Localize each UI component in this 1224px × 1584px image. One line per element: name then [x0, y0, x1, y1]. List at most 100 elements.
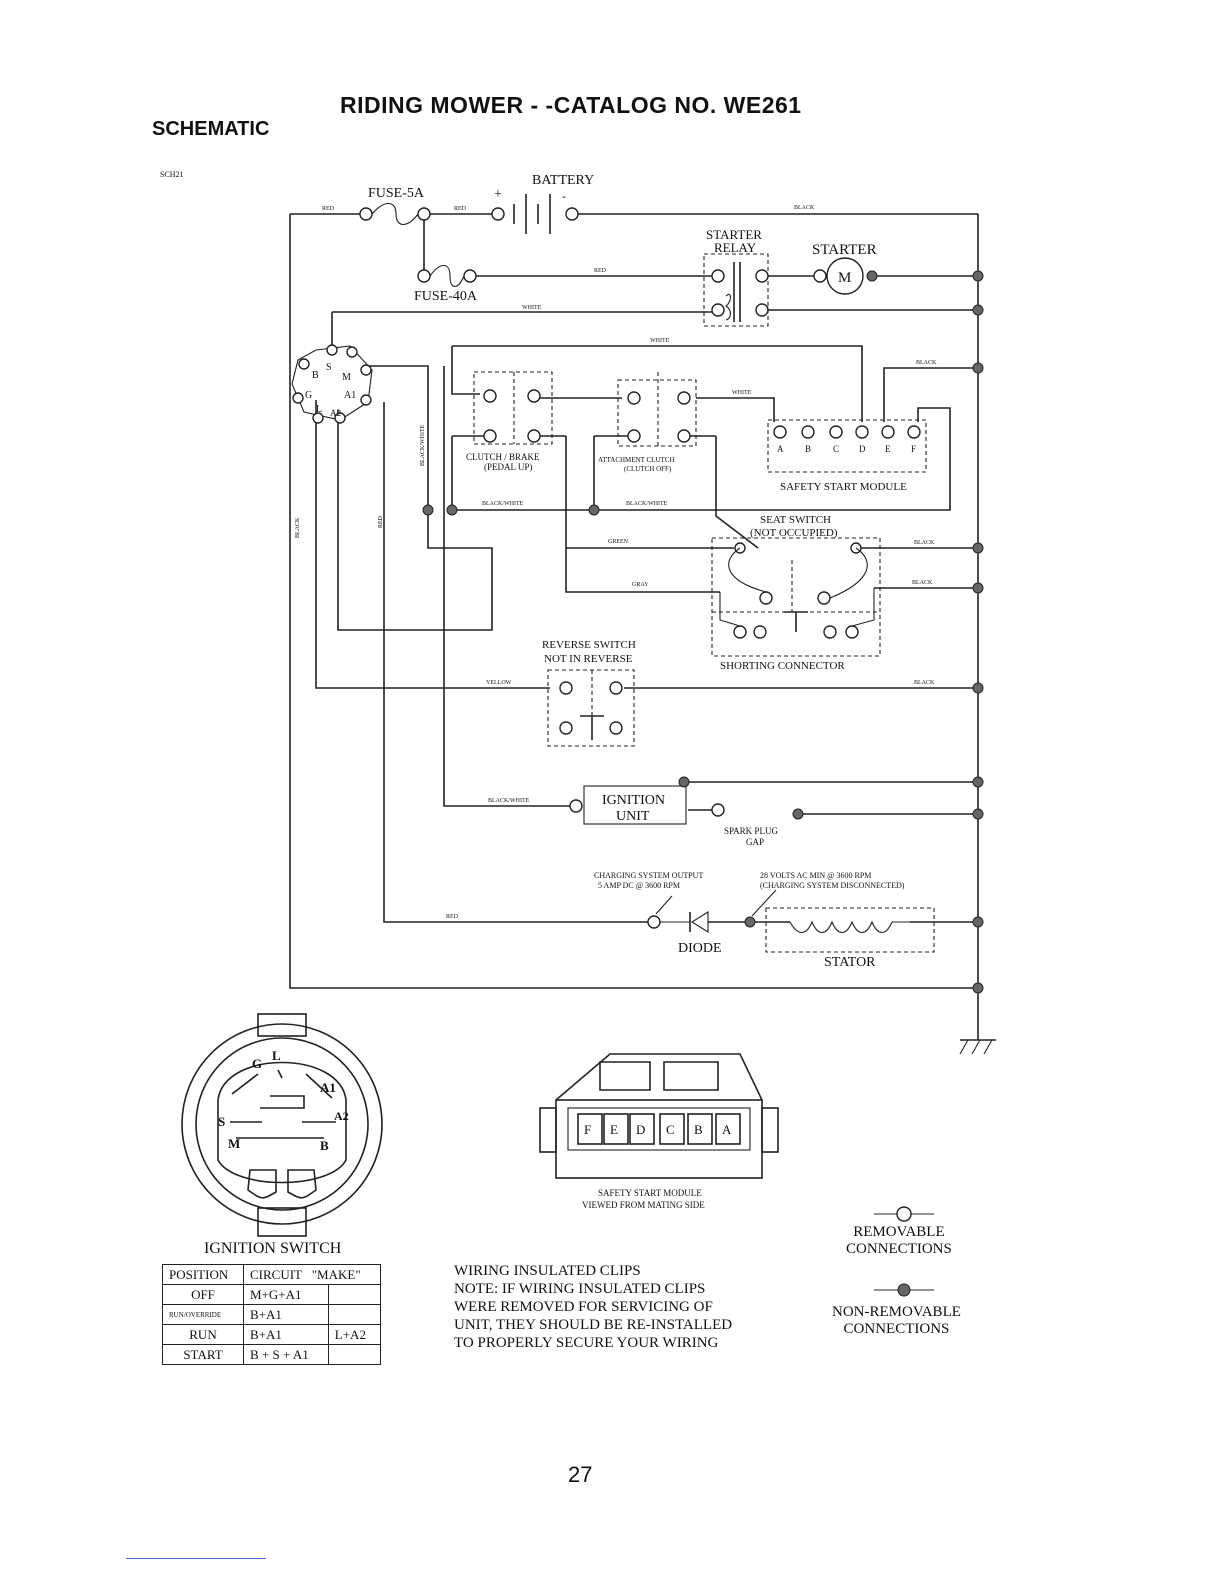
fuse-40a	[417, 264, 477, 288]
svg-text:RED: RED	[322, 206, 335, 212]
page-number: 27	[568, 1462, 593, 1487]
svg-text:BLACK: BLACK	[914, 540, 935, 546]
svg-text:(NOT OCCUPIED): (NOT OCCUPIED)	[750, 527, 838, 539]
svg-text:28 VOLTS AC MIN @ 3600 RPM: 28 VOLTS AC MIN @ 3600 RPM	[760, 871, 871, 880]
svg-text:SAFETY START MODULE: SAFETY START MODULE	[780, 481, 907, 493]
legend-nonremovable: NON-REMOVABLE CONNECTIONS	[832, 1304, 961, 1337]
ignition-unit	[569, 776, 804, 825]
svg-text:RED: RED	[378, 515, 384, 528]
svg-text:UNIT: UNIT	[616, 809, 650, 824]
svg-text:S: S	[326, 362, 332, 373]
svg-text:5 AMP DC @ 3600 RPM: 5 AMP DC @ 3600 RPM	[598, 881, 680, 890]
page-title: RIDING MOWER - -CATALOG NO. WE261	[340, 92, 802, 118]
svg-text:M: M	[228, 1136, 240, 1151]
component-labels: BATTERY FUSE-5A FUSE-40A STARTER RELAY S…	[368, 173, 907, 970]
legend-symbols	[874, 1206, 934, 1297]
svg-text:(CHARGING SYSTEM DISCONNECTED): (CHARGING SYSTEM DISCONNECTED)	[760, 881, 905, 890]
svg-text:CLUTCH / BRAKE: CLUTCH / BRAKE	[466, 452, 540, 462]
attachment-clutch-switch	[594, 372, 716, 447]
footer-line	[126, 1558, 266, 1559]
table-row: START B + S + A1	[162, 1344, 382, 1365]
svg-text:BLACK/WHITE: BLACK/WHITE	[488, 798, 530, 804]
svg-text:CHARGING SYSTEM OUTPUT: CHARGING SYSTEM OUTPUT	[594, 871, 703, 880]
svg-text:ATTACHMENT CLUTCH: ATTACHMENT CLUTCH	[598, 456, 675, 464]
wiring-note: WIRING INSULATED CLIPS NOTE: IF WIRING I…	[454, 1262, 732, 1352]
svg-text:STARTER: STARTER	[706, 227, 762, 242]
note-line: UNIT, THEY SHOULD BE RE-INSTALLED	[454, 1317, 733, 1333]
svg-text:RED: RED	[594, 268, 607, 274]
fuse-5a	[359, 202, 431, 226]
section-title: SCHEMATIC	[152, 118, 270, 140]
starter-motor: M	[813, 257, 878, 295]
svg-text:GAP: GAP	[746, 837, 764, 847]
svg-text:RED: RED	[454, 206, 467, 212]
svg-text:M: M	[342, 372, 351, 383]
svg-text:-: -	[562, 189, 566, 203]
svg-text:C: C	[833, 444, 839, 454]
svg-text:G: G	[305, 390, 312, 401]
svg-text:VIEWED FROM MATING SIDE: VIEWED FROM MATING SIDE	[582, 1200, 705, 1210]
svg-text:WHITE: WHITE	[650, 338, 670, 344]
svg-text:NOT IN REVERSE: NOT IN REVERSE	[544, 653, 633, 665]
svg-text:A1: A1	[320, 1080, 336, 1095]
ignition-switch-connector: B S M G A1 L A2	[291, 344, 373, 424]
svg-text:RED: RED	[446, 914, 459, 920]
starter-relay	[703, 253, 769, 327]
svg-text:BLACK/WHITE: BLACK/WHITE	[626, 501, 668, 507]
schematic-code: SCH21	[160, 170, 184, 179]
svg-text:BLACK: BLACK	[914, 680, 935, 686]
table-row: OFF M+G+A1	[162, 1284, 382, 1305]
svg-text:BLACK/WHITE: BLACK/WHITE	[420, 424, 426, 466]
svg-text:F: F	[911, 444, 916, 454]
svg-text:BLACK: BLACK	[912, 580, 933, 586]
legend-removable: REMOVABLE CONNECTIONS	[846, 1224, 952, 1257]
svg-text:D: D	[636, 1122, 645, 1137]
svg-text:BLACK: BLACK	[794, 205, 815, 211]
ignition-switch-table: POSITION CIRCUIT "MAKE" OFF M+G+A1 RUN/O…	[162, 1264, 382, 1365]
fuse-5a-label: FUSE-5A	[368, 186, 425, 201]
svg-text:E: E	[885, 444, 891, 454]
junction-dots	[422, 270, 984, 994]
clutch-brake-switch	[452, 371, 566, 445]
svg-text:L: L	[316, 404, 322, 415]
svg-text:STATOR: STATOR	[824, 955, 876, 970]
svg-text:(CLUTCH OFF): (CLUTCH OFF)	[624, 465, 672, 473]
note-heading: WIRING INSULATED CLIPS	[454, 1263, 641, 1279]
note-line: TO PROPERLY SECURE YOUR WIRING	[454, 1335, 719, 1351]
svg-text:YELLOW: YELLOW	[486, 680, 512, 686]
position-header: POSITION	[162, 1264, 244, 1285]
svg-text:SEAT SWITCH: SEAT SWITCH	[760, 514, 831, 526]
svg-text:SPARK PLUG: SPARK PLUG	[724, 826, 778, 836]
svg-text:A2: A2	[330, 408, 341, 418]
svg-text:DIODE: DIODE	[678, 941, 722, 956]
svg-text:(PEDAL UP): (PEDAL UP)	[484, 462, 532, 472]
svg-text:A: A	[722, 1122, 732, 1137]
starter-label: STARTER	[812, 242, 877, 258]
svg-text:B: B	[805, 444, 811, 454]
wire-labels: RED RED BLACK RED WHITE WHITE BLACK WHIT…	[295, 205, 937, 920]
svg-text:L: L	[272, 1048, 281, 1063]
svg-text:G: G	[252, 1056, 262, 1071]
svg-text:D: D	[859, 444, 866, 454]
svg-text:IGNITION: IGNITION	[602, 793, 665, 808]
table-row: RUN B+A1 L+A2	[162, 1324, 382, 1345]
svg-text:A2: A2	[334, 1109, 349, 1123]
svg-text:F: F	[584, 1122, 591, 1137]
svg-text:C: C	[666, 1122, 675, 1137]
note-line: WERE REMOVED FOR SERVICING OF	[454, 1299, 713, 1315]
battery-label: BATTERY	[532, 173, 594, 188]
svg-text:WHITE: WHITE	[522, 305, 542, 311]
svg-text:GREEN: GREEN	[608, 539, 629, 545]
safety-module-view: F E D C B A SAFETY START MODULE VIEWED F…	[539, 1053, 779, 1210]
svg-text:RELAY: RELAY	[714, 240, 757, 255]
table-header-row: POSITION CIRCUIT "MAKE"	[162, 1264, 381, 1285]
svg-text:BLACK: BLACK	[295, 517, 301, 538]
svg-text:A1: A1	[344, 390, 356, 401]
circuit-header: CIRCUIT "MAKE"	[243, 1264, 381, 1285]
safety-start-module: A B C D E F	[767, 419, 927, 473]
diode-stator	[647, 889, 935, 953]
svg-text:E: E	[610, 1122, 618, 1137]
svg-text:A: A	[777, 444, 784, 454]
svg-text:B: B	[320, 1138, 329, 1153]
